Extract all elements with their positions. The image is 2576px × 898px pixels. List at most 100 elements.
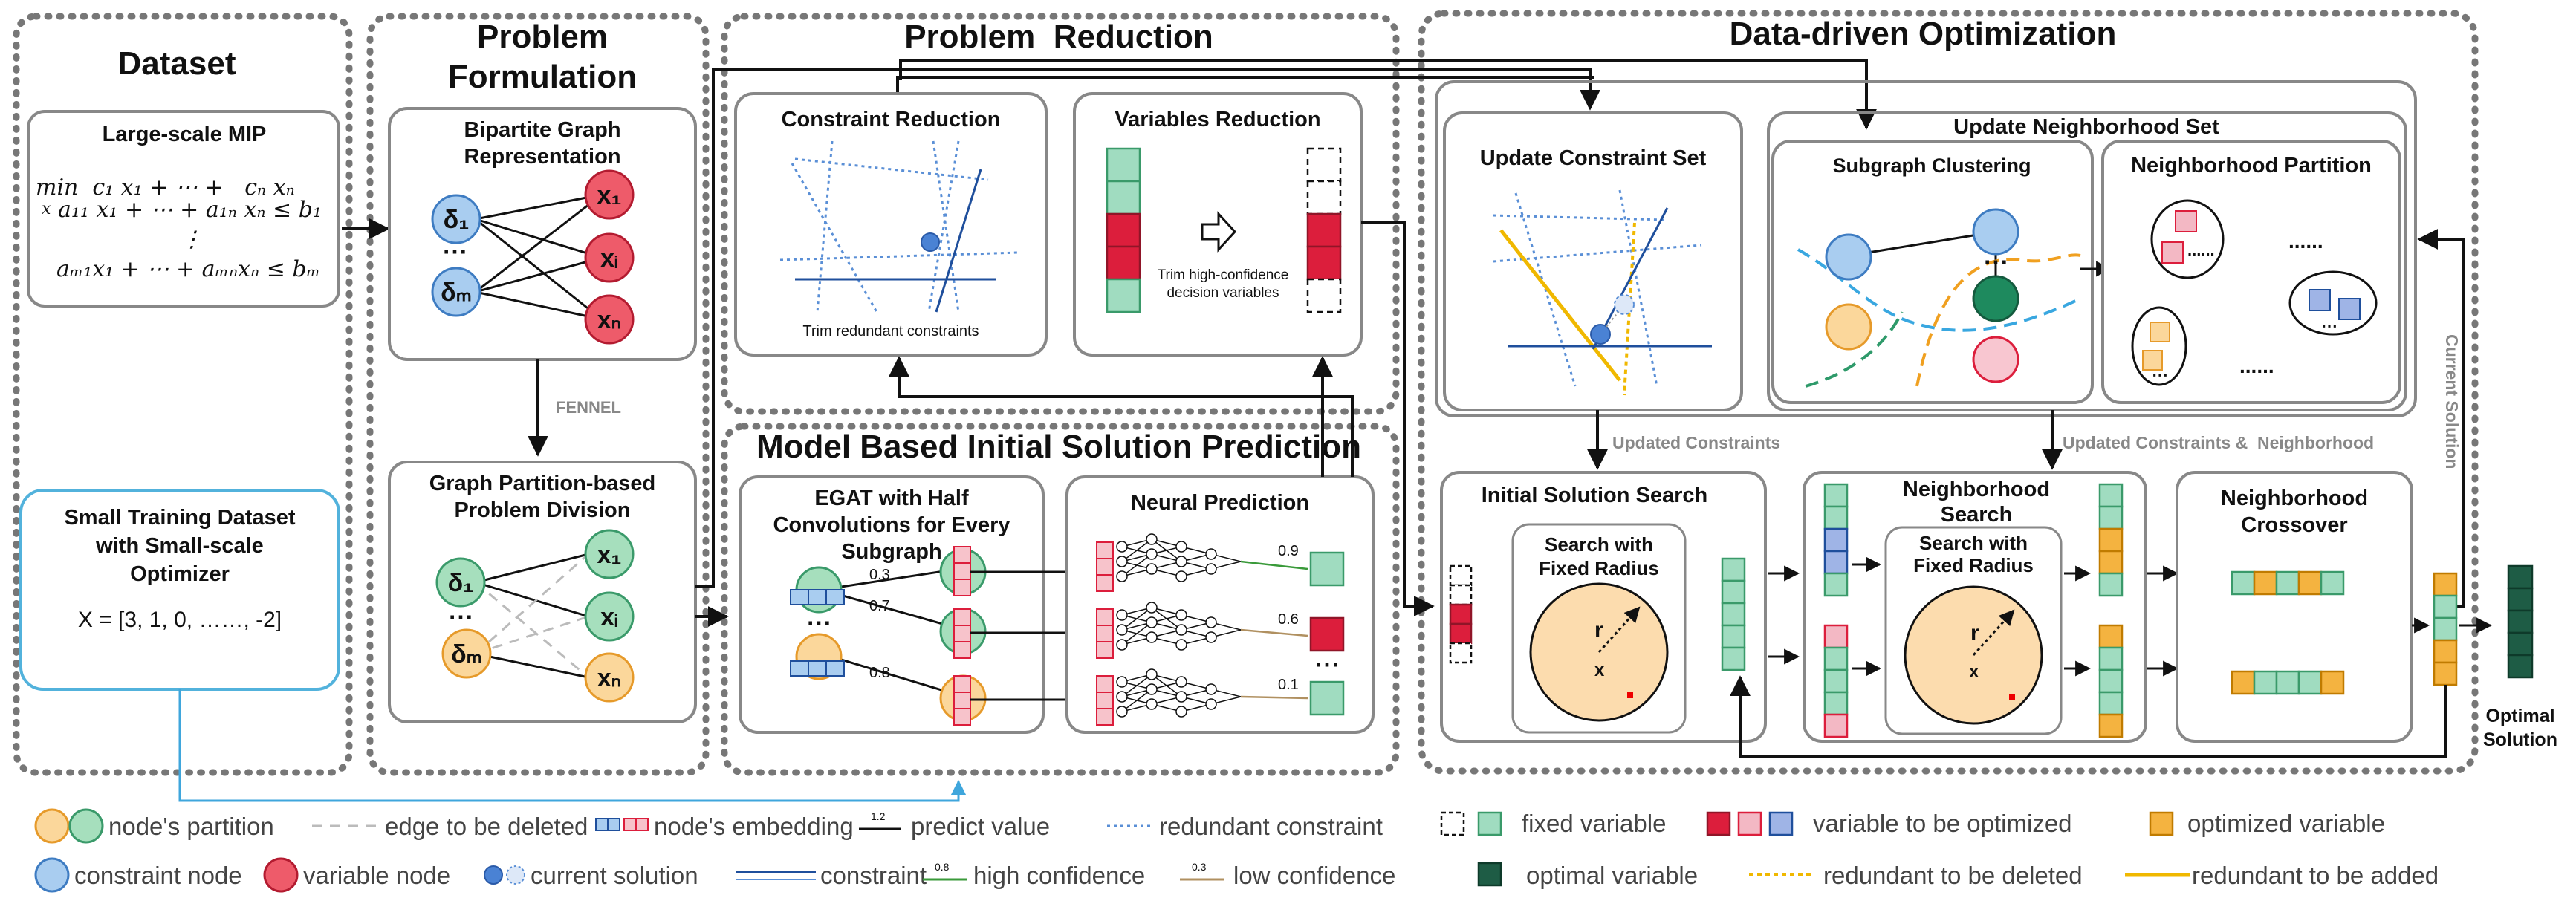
- variable-node-n: [584, 294, 635, 345]
- arrow-reduction-to-search: [1361, 221, 1435, 616]
- legend-node-partition: node's partition: [108, 813, 274, 840]
- div-node-d1: [435, 557, 486, 608]
- mip-line-4: aₘ₁x₁ + ⋯ + aₘₙxₙ ≤ bₘ: [56, 256, 320, 282]
- optimization-title: Data-driven Optimization: [1730, 16, 2117, 52]
- prediction-output-1: [1309, 551, 1345, 587]
- np-dots-2: ⋯: [2321, 316, 2337, 335]
- constraint-node-1: [431, 194, 481, 244]
- update-constraint-box: [1443, 111, 1743, 411]
- arrow-training-to-prediction: [178, 689, 967, 802]
- variables-caption-1: Trim high-confidence: [1158, 267, 1289, 283]
- ns-output-column-2: [2098, 624, 2124, 738]
- div-node-x1: [584, 529, 635, 579]
- div-node-d1-label: δ₁: [448, 569, 474, 597]
- variable-node-i-label: xᵢ: [600, 244, 618, 273]
- np-dots-1: ......: [2187, 241, 2215, 259]
- initial-search-title: Initial Solution Search: [1482, 484, 1708, 507]
- subgraph-clustering-box: [1771, 140, 2094, 404]
- sc-edge-1: [1849, 230, 1996, 257]
- sc-node-orange: [1825, 303, 1872, 351]
- bipartite-title-2: Representation: [464, 145, 620, 169]
- variable-node-1-label: x₁: [597, 181, 622, 209]
- initial-radius-line: [1597, 606, 1641, 654]
- variables-caption-2: decision variables: [1167, 285, 1279, 301]
- legend-low-sample: 0.3: [1192, 861, 1207, 873]
- ns-fixed-radius-2: Fixed Radius: [1913, 554, 2034, 576]
- constraint-reduction-caption: Trim redundant constraints: [802, 323, 979, 339]
- bipartite-title-1: Bipartite Graph: [464, 118, 620, 142]
- neighborhood-search-title-2: Search: [1941, 503, 2013, 527]
- sc-node-green: [1972, 275, 2019, 322]
- initial-red-mark: [1627, 692, 1633, 698]
- legend: node's partition edge to be deleted node…: [34, 808, 2439, 893]
- update-neighborhood-title: Update Neighborhood Set: [1953, 115, 2219, 139]
- crossover-title-1: Neighborhood: [2221, 487, 2368, 510]
- optimal-solution-2: Solution: [2483, 729, 2557, 750]
- ns-red-mark: [2009, 694, 2015, 700]
- legend-redundant-add: redundant to be added: [2192, 862, 2439, 889]
- mip-title: Large-scale MIP: [103, 123, 267, 146]
- optimal-solution-column: [2507, 564, 2534, 679]
- neural-input-columns: [1096, 541, 1114, 726]
- crossover-row-2: [2231, 670, 2345, 695]
- edge-weight-3: 0.8: [869, 665, 890, 681]
- egat-embedding-blue-2: [790, 660, 845, 677]
- legend-predict-value: predict value: [911, 813, 1050, 840]
- egat-title-3: Subgraph: [841, 540, 941, 564]
- current-solution-label: Current Solution: [2442, 334, 2462, 469]
- legend-optimal-variable: optimal variable: [1526, 862, 1698, 889]
- div-node-dm-label: δₘ: [451, 640, 482, 668]
- np-dots-3: ⋯: [2152, 365, 2168, 384]
- constraint-reduction-box: [734, 92, 1048, 357]
- variables-reduction-title: Variables Reduction: [1115, 108, 1320, 131]
- mip-line-1: min c₁ x₁ + ⋯ + cₙ xₙ: [36, 175, 295, 201]
- variable-node-n-label: xₙ: [597, 306, 621, 334]
- training-title-2: with Small-scale: [95, 534, 264, 558]
- div-node-xn-label: xₙ: [597, 664, 621, 692]
- training-title-1: Small Training Dataset: [64, 506, 295, 530]
- initial-center-x: x: [1594, 660, 1605, 680]
- arrow-constraint-to-update: [896, 76, 1594, 92]
- bipartite-edges: [475, 193, 603, 321]
- initial-input-column: [1449, 564, 1473, 664]
- sc-node-blue-1: [1825, 233, 1872, 281]
- div-node-xi: [584, 591, 635, 642]
- legend-constraint: constraint: [820, 862, 927, 889]
- div-node-xi-label: xᵢ: [600, 603, 618, 631]
- constraint-node-m-label: δₘ: [441, 279, 472, 307]
- training-title-3: Optimizer: [130, 562, 230, 586]
- sc-node-pink: [1972, 336, 2019, 383]
- training-example: X = [3, 1, 0, ……, -2]: [78, 608, 282, 632]
- crossover-output-column: [2433, 572, 2458, 686]
- dataset-title: Dataset: [118, 45, 236, 82]
- initial-output-column: [1721, 557, 1746, 671]
- div-dots-left: ⋯: [448, 603, 473, 631]
- egat-title-2: Convolutions for Every: [773, 513, 1010, 537]
- edge-weight-2: 0.7: [869, 598, 890, 614]
- reduction-frame: [721, 13, 1400, 415]
- legend-node-embedding: node's embedding: [654, 813, 854, 840]
- prediction-output-2: [1309, 616, 1345, 652]
- egat-dots: ⋯: [806, 609, 831, 637]
- legend-redundant-constraint: redundant constraint: [1159, 813, 1383, 840]
- bipartite-nodes: δ₁ ⋯ δₘ x₁ xᵢ xₙ: [431, 169, 635, 345]
- update-neighborhood-box: [1767, 111, 2407, 411]
- update-constraint-title: Update Constraint Set: [1480, 146, 1707, 170]
- div-node-x1-label: x₁: [597, 541, 622, 569]
- neighborhood-search-title-1: Neighborhood: [1903, 478, 2050, 501]
- division-title-1: Graph Partition-based: [429, 472, 656, 495]
- legend-high-sample: 0.8: [935, 861, 950, 873]
- ns-output-column-1: [2098, 483, 2124, 597]
- legend-current-solution: current solution: [531, 862, 698, 889]
- legend-redundant-delete: redundant to be deleted: [1823, 862, 2083, 889]
- mip-line-3: ⋮: [181, 227, 203, 253]
- predict-value-3: 0.1: [1278, 677, 1299, 693]
- constraint-reduction-title: Constraint Reduction: [782, 108, 1001, 131]
- constraint-reduction-lines: [779, 140, 1019, 313]
- variables-before-column: [1106, 147, 1141, 313]
- mip-min-sub: x: [42, 200, 51, 218]
- arrow-loop-back: [1730, 675, 2447, 758]
- legend-high-confidence: high confidence: [973, 862, 1145, 889]
- legend-predict-sample: 1.2: [871, 810, 886, 822]
